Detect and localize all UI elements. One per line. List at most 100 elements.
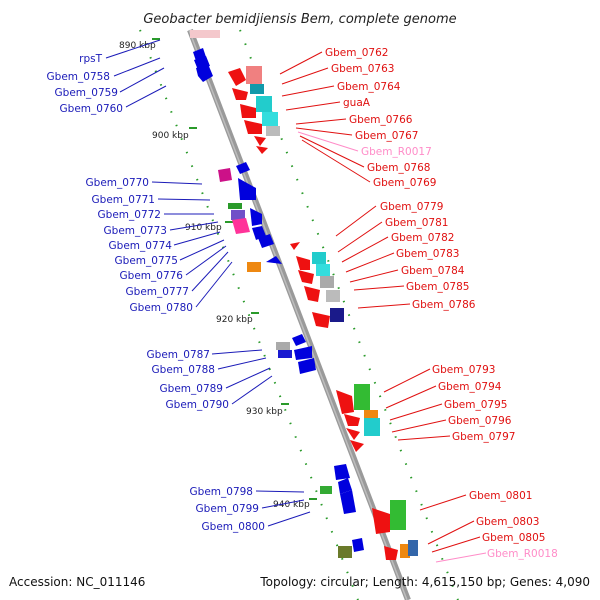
kbp-ticks: 890 kbp 900 kbp 910 kbp 920 kbp 930 kbp … xyxy=(119,38,317,510)
gene-glyph xyxy=(232,88,248,100)
gene-label[interactable]: Gbem_0781 xyxy=(385,217,448,229)
gene-glyph xyxy=(352,538,364,552)
gene-glyph xyxy=(247,262,261,272)
gene-label[interactable]: rpsT xyxy=(79,53,102,65)
gene-label[interactable]: Gbem_0793 xyxy=(432,364,495,376)
gene-label[interactable]: Gbem_0789 xyxy=(160,383,223,395)
gene-label[interactable]: Gbem_0771 xyxy=(92,194,155,206)
leader-line xyxy=(419,494,467,511)
gene-glyph xyxy=(236,162,250,174)
gene-glyph xyxy=(316,264,330,276)
leader-line xyxy=(349,269,399,283)
gene-label[interactable]: Gbem_0795 xyxy=(444,399,507,411)
gene-glyph xyxy=(298,358,316,374)
gene-glyph xyxy=(346,428,360,440)
gene-label[interactable]: Gbem_0776 xyxy=(120,270,184,282)
gene-label[interactable]: Gbem_0766 xyxy=(349,114,413,126)
leader-line xyxy=(151,181,203,185)
leader-line xyxy=(427,520,475,545)
gene-label[interactable]: Gbem_0767 xyxy=(355,130,418,142)
gene-label[interactable]: Gbem_0786 xyxy=(412,299,476,311)
gene-glyph xyxy=(240,104,256,118)
kbp-label-920: 920 kbp xyxy=(216,315,253,325)
gene-label[interactable]: Gbem_0777 xyxy=(126,286,189,298)
gene-label[interactable]: Gbem_0805 xyxy=(482,532,545,544)
gene-label[interactable]: Gbem_0758 xyxy=(47,71,110,83)
leader-line xyxy=(225,367,271,389)
gene-label[interactable]: Gbem_0794 xyxy=(438,381,502,393)
topology-text: Topology: circular; Length: 4,615,150 bp… xyxy=(259,575,590,589)
gene-label[interactable]: Gbem_0759 xyxy=(55,87,118,99)
leader-line xyxy=(397,435,451,441)
gene-label[interactable]: Gbem_0770 xyxy=(86,177,149,189)
leader-line xyxy=(185,245,227,276)
gene-label[interactable]: Gbem_0788 xyxy=(152,364,215,376)
gene-label[interactable]: Gbem_0782 xyxy=(391,232,454,244)
gene-glyph xyxy=(250,84,264,94)
map-title: Geobacter bemidjiensis Bem, complete gen… xyxy=(143,12,456,27)
gene-label[interactable]: Gbem_0796 xyxy=(448,415,512,427)
gene-label[interactable]: Gbem_0798 xyxy=(190,486,253,498)
leader-line xyxy=(267,511,311,527)
gene-label[interactable]: Gbem_0787 xyxy=(147,349,210,361)
leader-line xyxy=(179,239,225,261)
gene-glyph xyxy=(250,208,262,226)
gene-label[interactable]: Gbem_R0018 xyxy=(487,548,558,560)
gene-glyph xyxy=(256,146,268,154)
gene-glyph xyxy=(244,120,262,134)
gene-glyph xyxy=(258,234,274,248)
gene-glyph xyxy=(278,350,292,358)
gene-label[interactable]: guaA xyxy=(343,97,371,109)
gene-label[interactable]: Gbem_0799 xyxy=(196,503,259,515)
gene-label[interactable]: Gbem_0800 xyxy=(202,521,265,533)
left-leader-lines xyxy=(105,39,311,527)
gene-label[interactable]: Gbem_0797 xyxy=(452,431,515,443)
right-leader-lines xyxy=(279,51,487,563)
gene-glyph xyxy=(266,126,280,136)
gene-glyph xyxy=(334,464,350,480)
gene-label[interactable]: Gbem_0762 xyxy=(325,47,388,59)
gene-glyph xyxy=(400,544,410,558)
gene-label[interactable]: Gbem_0768 xyxy=(367,162,430,174)
kbp-label-940: 940 kbp xyxy=(273,500,310,510)
gene-label[interactable]: Gbem_0785 xyxy=(406,281,469,293)
kbp-label-910: 910 kbp xyxy=(185,223,222,233)
gene-label[interactable]: Gbem_0774 xyxy=(109,240,173,252)
gene-label[interactable]: Gbem_0772 xyxy=(98,209,161,221)
gene-glyph xyxy=(338,546,352,558)
gene-label[interactable]: Gbem_0764 xyxy=(337,81,401,93)
gene-label[interactable]: Gbem_0790 xyxy=(166,399,229,411)
gene-glyph xyxy=(312,312,330,328)
gene-glyph xyxy=(312,252,326,264)
leader-line xyxy=(105,39,161,59)
gene-label[interactable]: Gbem_0763 xyxy=(331,63,394,75)
leader-line xyxy=(191,251,229,292)
leader-line xyxy=(281,67,329,85)
gene-label[interactable]: Gbem_R0017 xyxy=(361,146,432,158)
left-strand-genes xyxy=(193,48,364,558)
gene-label[interactable]: Gbem_0803 xyxy=(476,516,539,528)
gene-glyph xyxy=(320,276,334,288)
leader-line xyxy=(211,349,263,355)
leader-line xyxy=(169,221,219,231)
gene-label[interactable]: Gbem_0783 xyxy=(396,248,459,260)
gene-label[interactable]: Gbem_0801 xyxy=(469,490,532,502)
gene-label[interactable]: Gbem_0775 xyxy=(115,255,178,267)
leader-line xyxy=(173,231,221,246)
gene-glyph xyxy=(246,66,262,84)
gene-label[interactable]: Gbem_0780 xyxy=(130,302,193,314)
gene-glyph xyxy=(364,410,378,418)
leader-line xyxy=(301,139,371,183)
gene-label[interactable]: Gbem_0779 xyxy=(380,201,443,213)
gene-label[interactable]: Gbem_0784 xyxy=(401,265,465,277)
leader-line xyxy=(435,552,487,563)
gene-label[interactable]: Gbem_0760 xyxy=(60,103,123,115)
leader-line xyxy=(341,236,389,263)
kbp-label-930: 930 kbp xyxy=(246,407,283,417)
leader-line xyxy=(285,101,341,111)
leader-line xyxy=(383,368,431,393)
gene-glyph xyxy=(350,440,364,452)
gene-label[interactable]: Gbem_0769 xyxy=(373,177,436,189)
gene-label[interactable]: Gbem_0773 xyxy=(104,225,167,237)
leader-line xyxy=(345,252,395,273)
